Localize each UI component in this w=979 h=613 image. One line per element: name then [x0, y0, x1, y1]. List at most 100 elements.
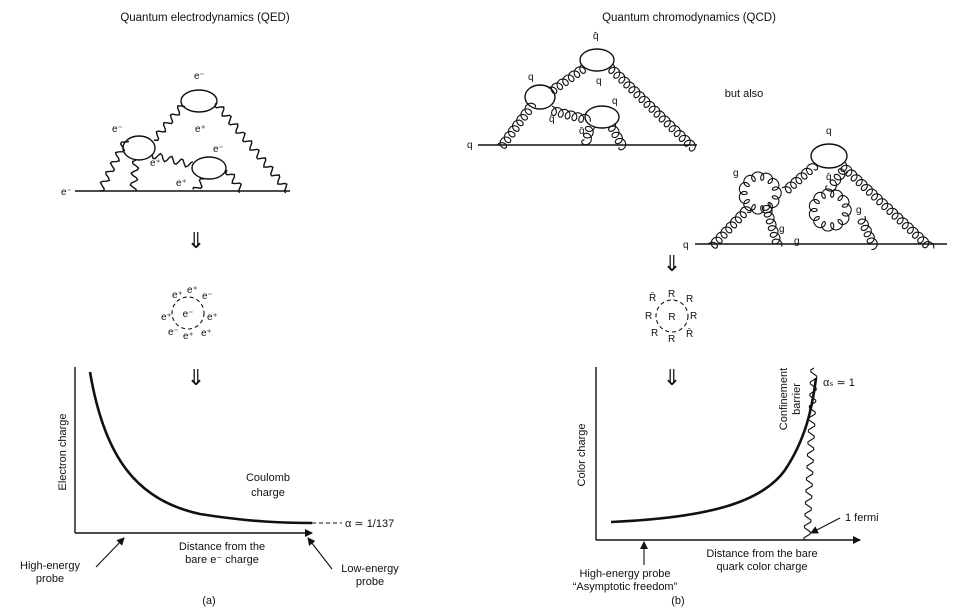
svg-text:bare e⁻ charge: bare e⁻ charge: [185, 554, 259, 566]
svg-text:e⁺: e⁺: [176, 178, 187, 189]
qcd-loop-left: [524, 84, 556, 110]
svg-text:q: q: [683, 240, 689, 251]
qcd-loop-top: [579, 48, 615, 72]
qcd-high-energy: High-energy probe: [579, 568, 670, 580]
svg-text:e⁺: e⁺: [172, 290, 183, 301]
svg-text:g: g: [856, 205, 862, 216]
qcd-charge-curve: [610, 377, 818, 524]
gluon-loop: [738, 171, 782, 215]
gluon-loop: [808, 188, 852, 232]
qcd-loop-right: [584, 105, 620, 129]
svg-text:e⁻: e⁻: [183, 309, 194, 320]
svg-text:q: q: [826, 126, 832, 137]
qed-arrow-2: ⇓: [187, 365, 205, 390]
qed-title: Quantum electrodynamics (QED): [120, 12, 290, 24]
qed-arrow-1: ⇓: [187, 228, 205, 253]
qcd-but-also: but also: [725, 88, 764, 100]
svg-text:e⁺: e⁺: [207, 312, 218, 323]
gluon-line: [607, 122, 627, 151]
qed-loop-left: [122, 135, 156, 161]
qed-coulomb: Coulomb: [246, 472, 290, 484]
qcd-gluon-lines-2: [707, 161, 935, 251]
qed-cloud-circle: [171, 296, 205, 330]
qed-ylabel: Electron charge: [57, 413, 69, 490]
svg-text:g: g: [779, 224, 785, 235]
svg-text:R: R: [686, 294, 693, 305]
svg-text:q̄: q̄: [579, 126, 585, 137]
svg-text:R: R: [651, 328, 658, 339]
svg-text:q: q: [467, 140, 473, 151]
photon-line: [153, 105, 186, 142]
qcd-arrow-2: ⇓: [663, 365, 681, 390]
svg-text:e⁻: e⁻: [213, 144, 224, 155]
svg-text:q: q: [612, 96, 618, 107]
gluon-line: [496, 102, 537, 149]
qed-loop-right: [191, 156, 227, 180]
qcd-plot: Confinement barrier αₛ ≃ 1 1 fermi Color…: [573, 367, 879, 607]
qcd-alpha-s: αₛ ≃ 1: [823, 377, 855, 389]
svg-text:e⁺: e⁺: [195, 124, 206, 135]
qcd-feynman-diagram-2: q q q̄ g g g g: [683, 126, 947, 251]
gluon-line: [550, 105, 591, 123]
qed-xlabel: Distance from the: [179, 541, 265, 553]
qed-low-energy-arrow: [307, 537, 333, 570]
gluon-line: [857, 215, 878, 251]
qed-caption: (a): [202, 595, 215, 607]
qed-photon-lines: [99, 102, 288, 194]
photon-line: [192, 177, 205, 190]
qcd-gluon-lines-1: [496, 63, 696, 152]
qed-high-energy-arrow: [95, 537, 125, 568]
gluon-line: [547, 64, 587, 95]
qcd-cloud-circle: [655, 299, 689, 333]
qcd-fermi: 1 fermi: [845, 512, 879, 524]
svg-text:e⁺: e⁺: [187, 285, 198, 296]
svg-text:e⁻: e⁻: [194, 71, 205, 82]
qcd-gluon-loops: [738, 171, 852, 232]
photon-line: [129, 159, 140, 192]
photon-line: [151, 152, 194, 168]
svg-text:e⁻: e⁻: [202, 291, 213, 302]
svg-text:e⁻: e⁻: [112, 124, 123, 135]
svg-text:“Asymptotic freedom”: “Asymptotic freedom”: [573, 581, 678, 593]
gluon-line: [781, 163, 819, 194]
qed-label-e-minus: e⁻: [61, 187, 72, 198]
qed-low-energy: Low-energy: [341, 563, 399, 575]
svg-text:q̄: q̄: [549, 114, 555, 125]
svg-text:R: R: [668, 334, 675, 345]
svg-text:R: R: [668, 289, 675, 300]
qcd-quark-loop: [810, 143, 848, 169]
svg-text:R̄: R̄: [686, 327, 693, 340]
qcd-arrow-1: ⇓: [663, 251, 681, 276]
gluon-line: [825, 168, 849, 192]
gluon-line: [580, 125, 596, 146]
svg-text:q̄: q̄: [593, 31, 599, 42]
svg-text:R: R: [645, 311, 652, 322]
gluon-line: [707, 206, 752, 249]
qcd-xlabel: Distance from the bare: [706, 548, 817, 560]
svg-text:e⁺: e⁺: [183, 331, 194, 342]
confinement-label: Confinement: [778, 368, 790, 430]
svg-text:q̄: q̄: [826, 172, 832, 183]
svg-text:q: q: [528, 72, 534, 83]
svg-text:barrier: barrier: [791, 383, 803, 415]
qed-high-energy: High-energy: [20, 560, 80, 572]
qcd-caption: (b): [671, 595, 684, 607]
svg-text:R̄: R̄: [649, 291, 656, 304]
fermi-arrow: [810, 517, 841, 534]
qed-charge-curve: [88, 371, 313, 525]
qcd-ylabel: Color charge: [576, 424, 588, 487]
qed-alpha: α ≃ 1/137: [345, 518, 394, 530]
qed-loop-top: [180, 89, 218, 113]
svg-text:probe: probe: [356, 576, 384, 588]
gluon-line: [840, 161, 935, 249]
svg-text:e⁺: e⁺: [150, 158, 161, 169]
svg-text:R: R: [668, 312, 675, 323]
qed-plot: α ≃ 1/137 Coulomb charge Electron charge…: [20, 367, 399, 607]
svg-text:g: g: [794, 236, 800, 247]
svg-text:charge: charge: [251, 487, 285, 499]
svg-text:quark color charge: quark color charge: [716, 561, 807, 573]
photon-line: [213, 102, 288, 194]
photon-line: [224, 169, 243, 194]
gluon-line: [608, 63, 696, 152]
